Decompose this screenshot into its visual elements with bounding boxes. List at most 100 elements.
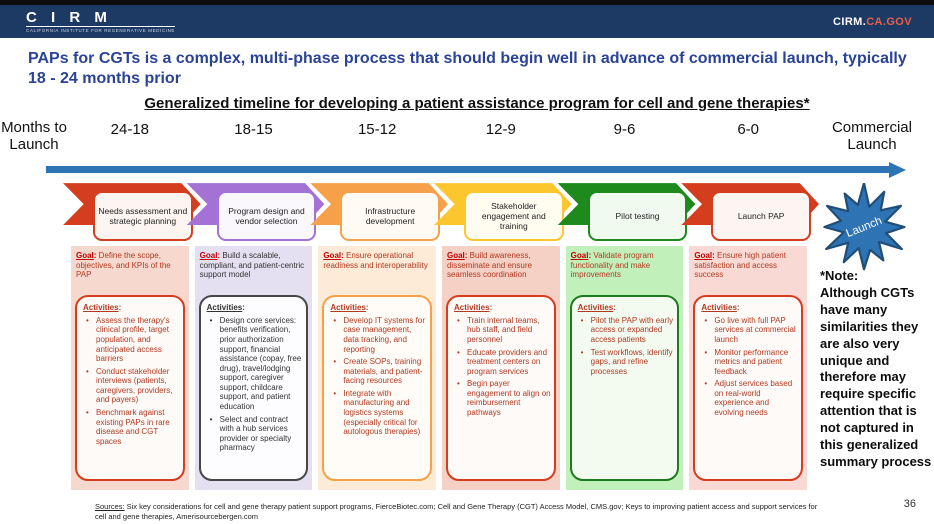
activity-item: Create SOPs, training materials, and pat… — [330, 357, 427, 386]
site-prefix: CIRM. — [833, 15, 867, 28]
phase-label: Needs assessment and strategic planning — [93, 191, 193, 242]
phase-label: Pilot testing — [587, 191, 688, 242]
goal-label: Goal — [199, 251, 218, 261]
activities-heading: Activities: — [207, 303, 304, 313]
activities-box: Activities: Train internal teams, hub st… — [445, 295, 556, 482]
months-to-label-line1: Months to — [1, 118, 67, 136]
note-body: Although CGTs have many similarities the… — [819, 285, 932, 469]
activities-label: Activities — [83, 303, 119, 313]
phase-chevron-infrastructure: Infrastructure development — [310, 183, 448, 243]
site-suffix: CA.GOV — [866, 15, 912, 28]
goal-body: Build a scalable, compliant, and patient… — [199, 251, 305, 280]
chevron-row-spacer — [0, 183, 68, 243]
sources-label: Sources: — [95, 501, 125, 511]
activities-label: Activities — [701, 303, 737, 313]
activities-heading: Activities: — [83, 303, 180, 313]
goal-text: Goal: Validate program functionality and… — [571, 251, 679, 295]
activity-item: Select and contract with a hub services … — [207, 415, 304, 453]
goal-colon: : — [588, 251, 594, 261]
activity-item: Monitor performance metrics and patient … — [701, 348, 798, 377]
activities-heading: Activities: — [454, 303, 551, 313]
cirm-logo-text: C I R M — [26, 10, 176, 27]
goal-colon: : — [464, 251, 470, 261]
timeline-arrow — [0, 162, 934, 179]
timeline-arrow-line — [46, 166, 890, 174]
launch-burst-cell: Launch — [810, 183, 934, 271]
goal-label: Goal — [694, 251, 713, 261]
note-title: *Note: — [819, 268, 859, 284]
activities-list: Go live with full PAP services at commer… — [701, 316, 798, 418]
activity-item: Go live with full PAP services at commer… — [701, 316, 798, 345]
commercial-launch-label: Commercial Launch — [810, 119, 934, 154]
activities-label: Activities — [206, 303, 243, 313]
phase-label: Program design and vendor selection — [216, 191, 317, 242]
phase-column-needs-assessment: Goal: Define the scope, objectives, and … — [71, 246, 189, 491]
phase-chevron-launch-pap: Launch PAP — [681, 183, 819, 243]
activities-list: Design core services: benefits verificat… — [207, 316, 304, 453]
detail-row-spacer — [0, 246, 68, 490]
activities-label: Activities — [577, 303, 614, 313]
timeline-arrow-head-icon — [889, 162, 906, 179]
activity-item: Begin payer engagement to align on reimb… — [454, 379, 551, 417]
activity-item: Educate providers and treatment centers … — [454, 348, 551, 377]
goal-body: Define the scope, objectives, and KPIs o… — [76, 251, 171, 280]
activity-item: Assess the therapy's clinical profile, t… — [83, 316, 180, 364]
activity-item: Conduct stakeholder interviews (patients… — [83, 367, 180, 405]
cirm-logo: C I R M california institute for regener… — [26, 10, 176, 33]
activities-colon: : — [613, 303, 616, 313]
activities-box: Activities: Assess the therapy's clinica… — [75, 295, 185, 482]
goal-text: Goal: Define the scope, objectives, and … — [76, 251, 184, 295]
sources-line: Sources:Six key considerations for cell … — [95, 502, 825, 522]
goal-text: Goal: Build a scalable, compliant, and p… — [200, 251, 308, 295]
top-black-strip — [0, 0, 934, 5]
goal-body: Build awareness, disseminate and ensure … — [446, 251, 532, 280]
activities-box: Activities: Develop IT systems for case … — [322, 295, 432, 482]
activities-colon: : — [365, 303, 369, 313]
activities-colon: : — [489, 303, 493, 313]
activities-box: Activities: Go live with full PAP servic… — [693, 295, 803, 482]
activity-item: Design core services: benefits verificat… — [207, 316, 304, 412]
goal-colon: : — [93, 251, 99, 261]
commercial-label-line1: Commercial — [831, 118, 912, 136]
goal-colon: : — [712, 251, 717, 261]
side-note: *Note: Although CGTs have many similarit… — [810, 246, 934, 490]
activity-item: Pilot the PAP with early access or expan… — [578, 316, 675, 345]
activities-label: Activities — [453, 303, 490, 313]
phase-chevron-program-design: Program design and vendor selection — [186, 183, 325, 243]
goal-colon: : — [217, 251, 223, 261]
phase-label: Infrastructure development — [340, 191, 440, 242]
activities-colon: : — [736, 303, 740, 313]
cirm-ca-gov-link[interactable]: CIRM.CA.GOV — [833, 16, 912, 28]
activities-list: Develop IT systems for case management, … — [330, 316, 427, 437]
phase-column-infrastructure: Goal: Ensure operational readiness and i… — [318, 246, 436, 491]
activities-list: Assess the therapy's clinical profile, t… — [83, 316, 180, 447]
phase-label: Stakeholder engagement and training — [463, 191, 564, 242]
goal-label: Goal — [323, 251, 342, 261]
cirm-logo-subtext: california institute for regenerative me… — [26, 28, 176, 33]
launch-burst-icon: Launch — [823, 183, 906, 271]
activities-list: Train internal teams, hub staff, and fie… — [454, 316, 551, 418]
phase-label: Launch PAP — [711, 191, 811, 242]
period-18-15: 18-15 — [234, 120, 273, 138]
goal-text: Goal: Build awareness, disseminate and e… — [447, 251, 555, 295]
phase-chevron-stakeholder: Stakeholder engagement and training — [433, 183, 572, 243]
activities-box: Activities: Design core services: benefi… — [198, 295, 309, 482]
period-15-12: 15-12 — [357, 120, 397, 138]
header-bar: C I R M california institute for regener… — [0, 5, 934, 38]
goal-colon: : — [341, 251, 346, 261]
goal-label: Goal — [570, 251, 589, 261]
months-to-launch-label: Months to Launch — [0, 119, 68, 154]
goal-body: Validate program functionality and make … — [570, 251, 654, 280]
activity-item: Adjust services based on real-world expe… — [701, 379, 798, 417]
activities-heading: Activities: — [330, 303, 427, 313]
sources-text: Six key considerations for cell and gene… — [95, 501, 818, 521]
activities-box: Activities: Pilot the PAP with early acc… — [569, 295, 680, 482]
period-24-18: 24-18 — [110, 120, 150, 138]
months-to-label-line2: Launch — [9, 135, 59, 153]
activities-list: Pilot the PAP with early access or expan… — [578, 316, 675, 377]
goal-label: Goal — [76, 251, 94, 261]
goal-text: Goal: Ensure high patient satisfaction a… — [694, 251, 802, 295]
activities-heading: Activities: — [701, 303, 798, 313]
activities-colon: : — [242, 303, 245, 313]
